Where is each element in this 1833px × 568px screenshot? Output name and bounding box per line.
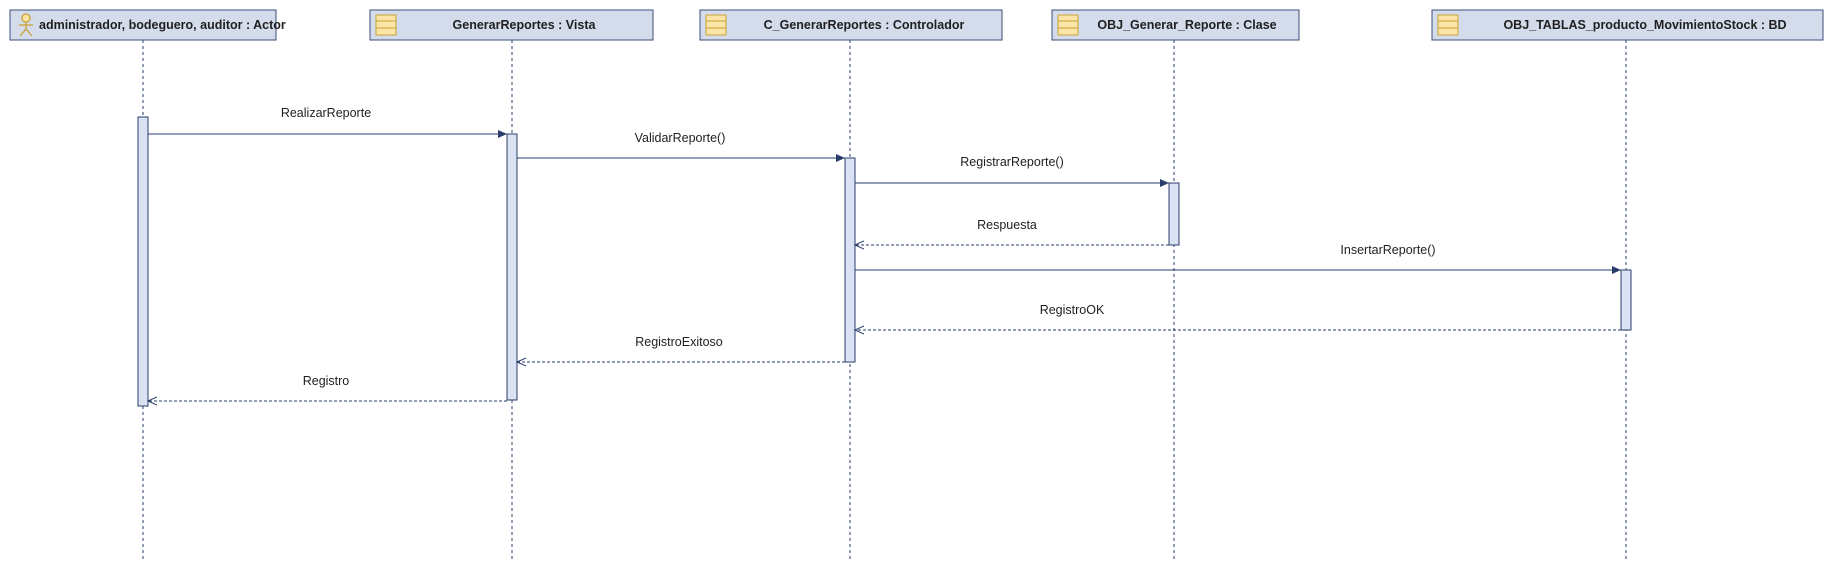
lifeline-title-clase: OBJ_Generar_Reporte : Clase (1097, 18, 1276, 32)
activation-bar-actor (137, 116, 149, 407)
message-label: RegistrarReporte() (960, 155, 1064, 169)
class-icon (705, 14, 727, 36)
lifeline-title-vista: GenerarReportes : Vista (453, 18, 597, 32)
class-icon (375, 14, 397, 36)
message-label: ValidarReporte() (635, 131, 726, 145)
message-validar-reporte[interactable]: ValidarReporte() (517, 131, 845, 162)
message-label: InsertarReporte() (1340, 243, 1435, 257)
lifeline-header-bd[interactable]: OBJ_TABLAS_producto_MovimientoStock : BD (1431, 9, 1824, 41)
actor-icon (19, 13, 33, 37)
message-registro[interactable]: Registro (148, 374, 507, 401)
message-insertar-reporte[interactable]: InsertarReporte() (855, 243, 1621, 274)
class-icon (1437, 14, 1459, 36)
lifeline-title-ctrl: C_GenerarReportes : Controlador (764, 18, 965, 32)
message-registrar-reporte[interactable]: RegistrarReporte() (855, 155, 1169, 187)
message-label: RegistroOK (1040, 303, 1105, 317)
message-respuesta[interactable]: Respuesta (855, 218, 1169, 245)
lifeline-header-vista[interactable]: GenerarReportes : Vista (369, 9, 654, 41)
activation-bar-clase (1168, 182, 1180, 246)
message-realizar-reporte[interactable]: RealizarReporte (148, 106, 507, 138)
activation-bar-ctrl (844, 157, 856, 363)
message-label: RegistroExitoso (635, 335, 723, 349)
activation-bar-bd (1620, 269, 1632, 331)
lifeline-header-ctrl[interactable]: C_GenerarReportes : Controlador (699, 9, 1003, 41)
message-label: Respuesta (977, 218, 1037, 232)
message-registro-exitoso[interactable]: RegistroExitoso (517, 335, 845, 362)
lifeline-title-bd: OBJ_TABLAS_producto_MovimientoStock : BD (1503, 18, 1786, 32)
lifeline-header-clase[interactable]: OBJ_Generar_Reporte : Clase (1051, 9, 1300, 41)
lifeline-title-actor: administrador, bodeguero, auditor : Acto… (39, 18, 286, 32)
lifeline-header-actor[interactable]: administrador, bodeguero, auditor : Acto… (9, 9, 286, 41)
activation-bar-vista (506, 133, 518, 401)
message-label: Registro (303, 374, 350, 388)
class-icon (1057, 14, 1079, 36)
message-registro-ok[interactable]: RegistroOK (855, 303, 1621, 330)
message-label: RealizarReporte (281, 106, 371, 120)
